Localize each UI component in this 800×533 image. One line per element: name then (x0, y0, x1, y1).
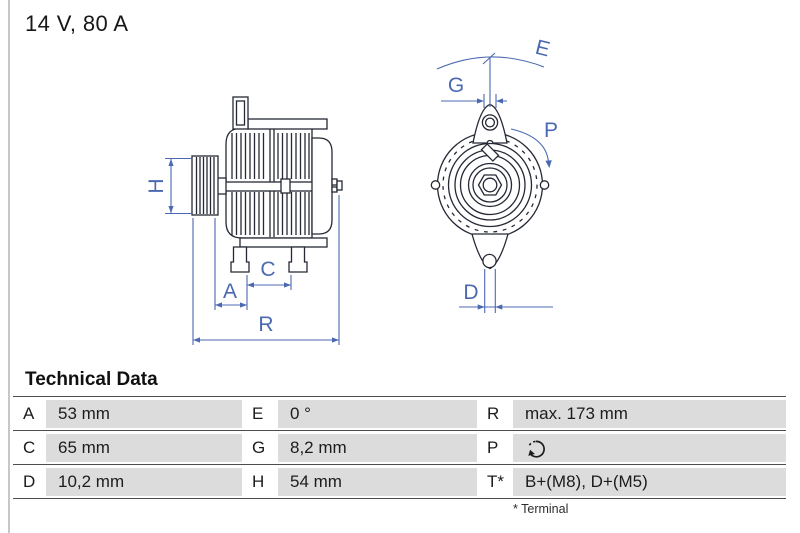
technical-drawing: H C A R E G P (145, 36, 558, 345)
param-key: R (477, 397, 513, 430)
dimension-label-P: P (544, 119, 558, 142)
param-key: G (242, 431, 278, 464)
dimension-H: H (145, 157, 192, 215)
param-value: max. 173 mm (513, 399, 786, 428)
dimension-G: G (441, 74, 507, 108)
voltage-current-spec: 14 V, 80 A (25, 11, 129, 36)
dimension-label-D: D (463, 281, 478, 304)
param-value: 54 mm (278, 467, 477, 496)
param-value: B+(M8), D+(M5) (513, 467, 786, 496)
param-key: T* (477, 465, 513, 498)
dimension-D: D (459, 269, 553, 313)
table-row: C 65 mm G 8,2 mm P (13, 431, 786, 465)
alternator-side-view (191, 96, 343, 273)
dimension-extension-lines (192, 195, 340, 345)
dimension-P: P (510, 119, 558, 168)
param-value: 8,2 mm (278, 433, 477, 462)
rotation-direction-icon (528, 440, 545, 458)
left-border-line (8, 0, 10, 533)
param-value: 65 mm (46, 433, 242, 462)
param-key: C (13, 431, 46, 464)
dimension-C: C (247, 258, 291, 288)
param-value (513, 433, 786, 462)
dimension-label-H: H (145, 178, 168, 193)
param-key: H (242, 465, 278, 498)
dimension-label-C: C (260, 258, 275, 281)
param-value: 53 mm (46, 399, 242, 428)
param-key: A (13, 397, 46, 430)
dimension-label-G: G (448, 74, 464, 97)
section-title: Technical Data (25, 369, 158, 390)
param-key: E (242, 397, 278, 430)
param-key: P (477, 431, 513, 464)
dimension-A: A (215, 280, 247, 308)
param-value: 10,2 mm (46, 467, 242, 496)
param-key: D (13, 465, 46, 498)
table-row: D 10,2 mm H 54 mm T* B+(M8), D+(M5) (13, 465, 786, 499)
table-row: A 53 mm E 0 ° R max. 173 mm (13, 397, 786, 431)
dimension-R: R (193, 313, 339, 343)
dimension-label-R: R (258, 313, 273, 336)
dimension-label-A: A (223, 280, 237, 303)
param-value: 0 ° (278, 399, 477, 428)
terminal-footnote: * Terminal (513, 502, 569, 516)
technical-data-table: A 53 mm E 0 ° R max. 173 mm C 65 mm G 8,… (13, 396, 786, 499)
alternator-front-view (430, 103, 550, 270)
dimension-E: E (436, 36, 552, 107)
dimension-label-E: E (533, 36, 552, 62)
